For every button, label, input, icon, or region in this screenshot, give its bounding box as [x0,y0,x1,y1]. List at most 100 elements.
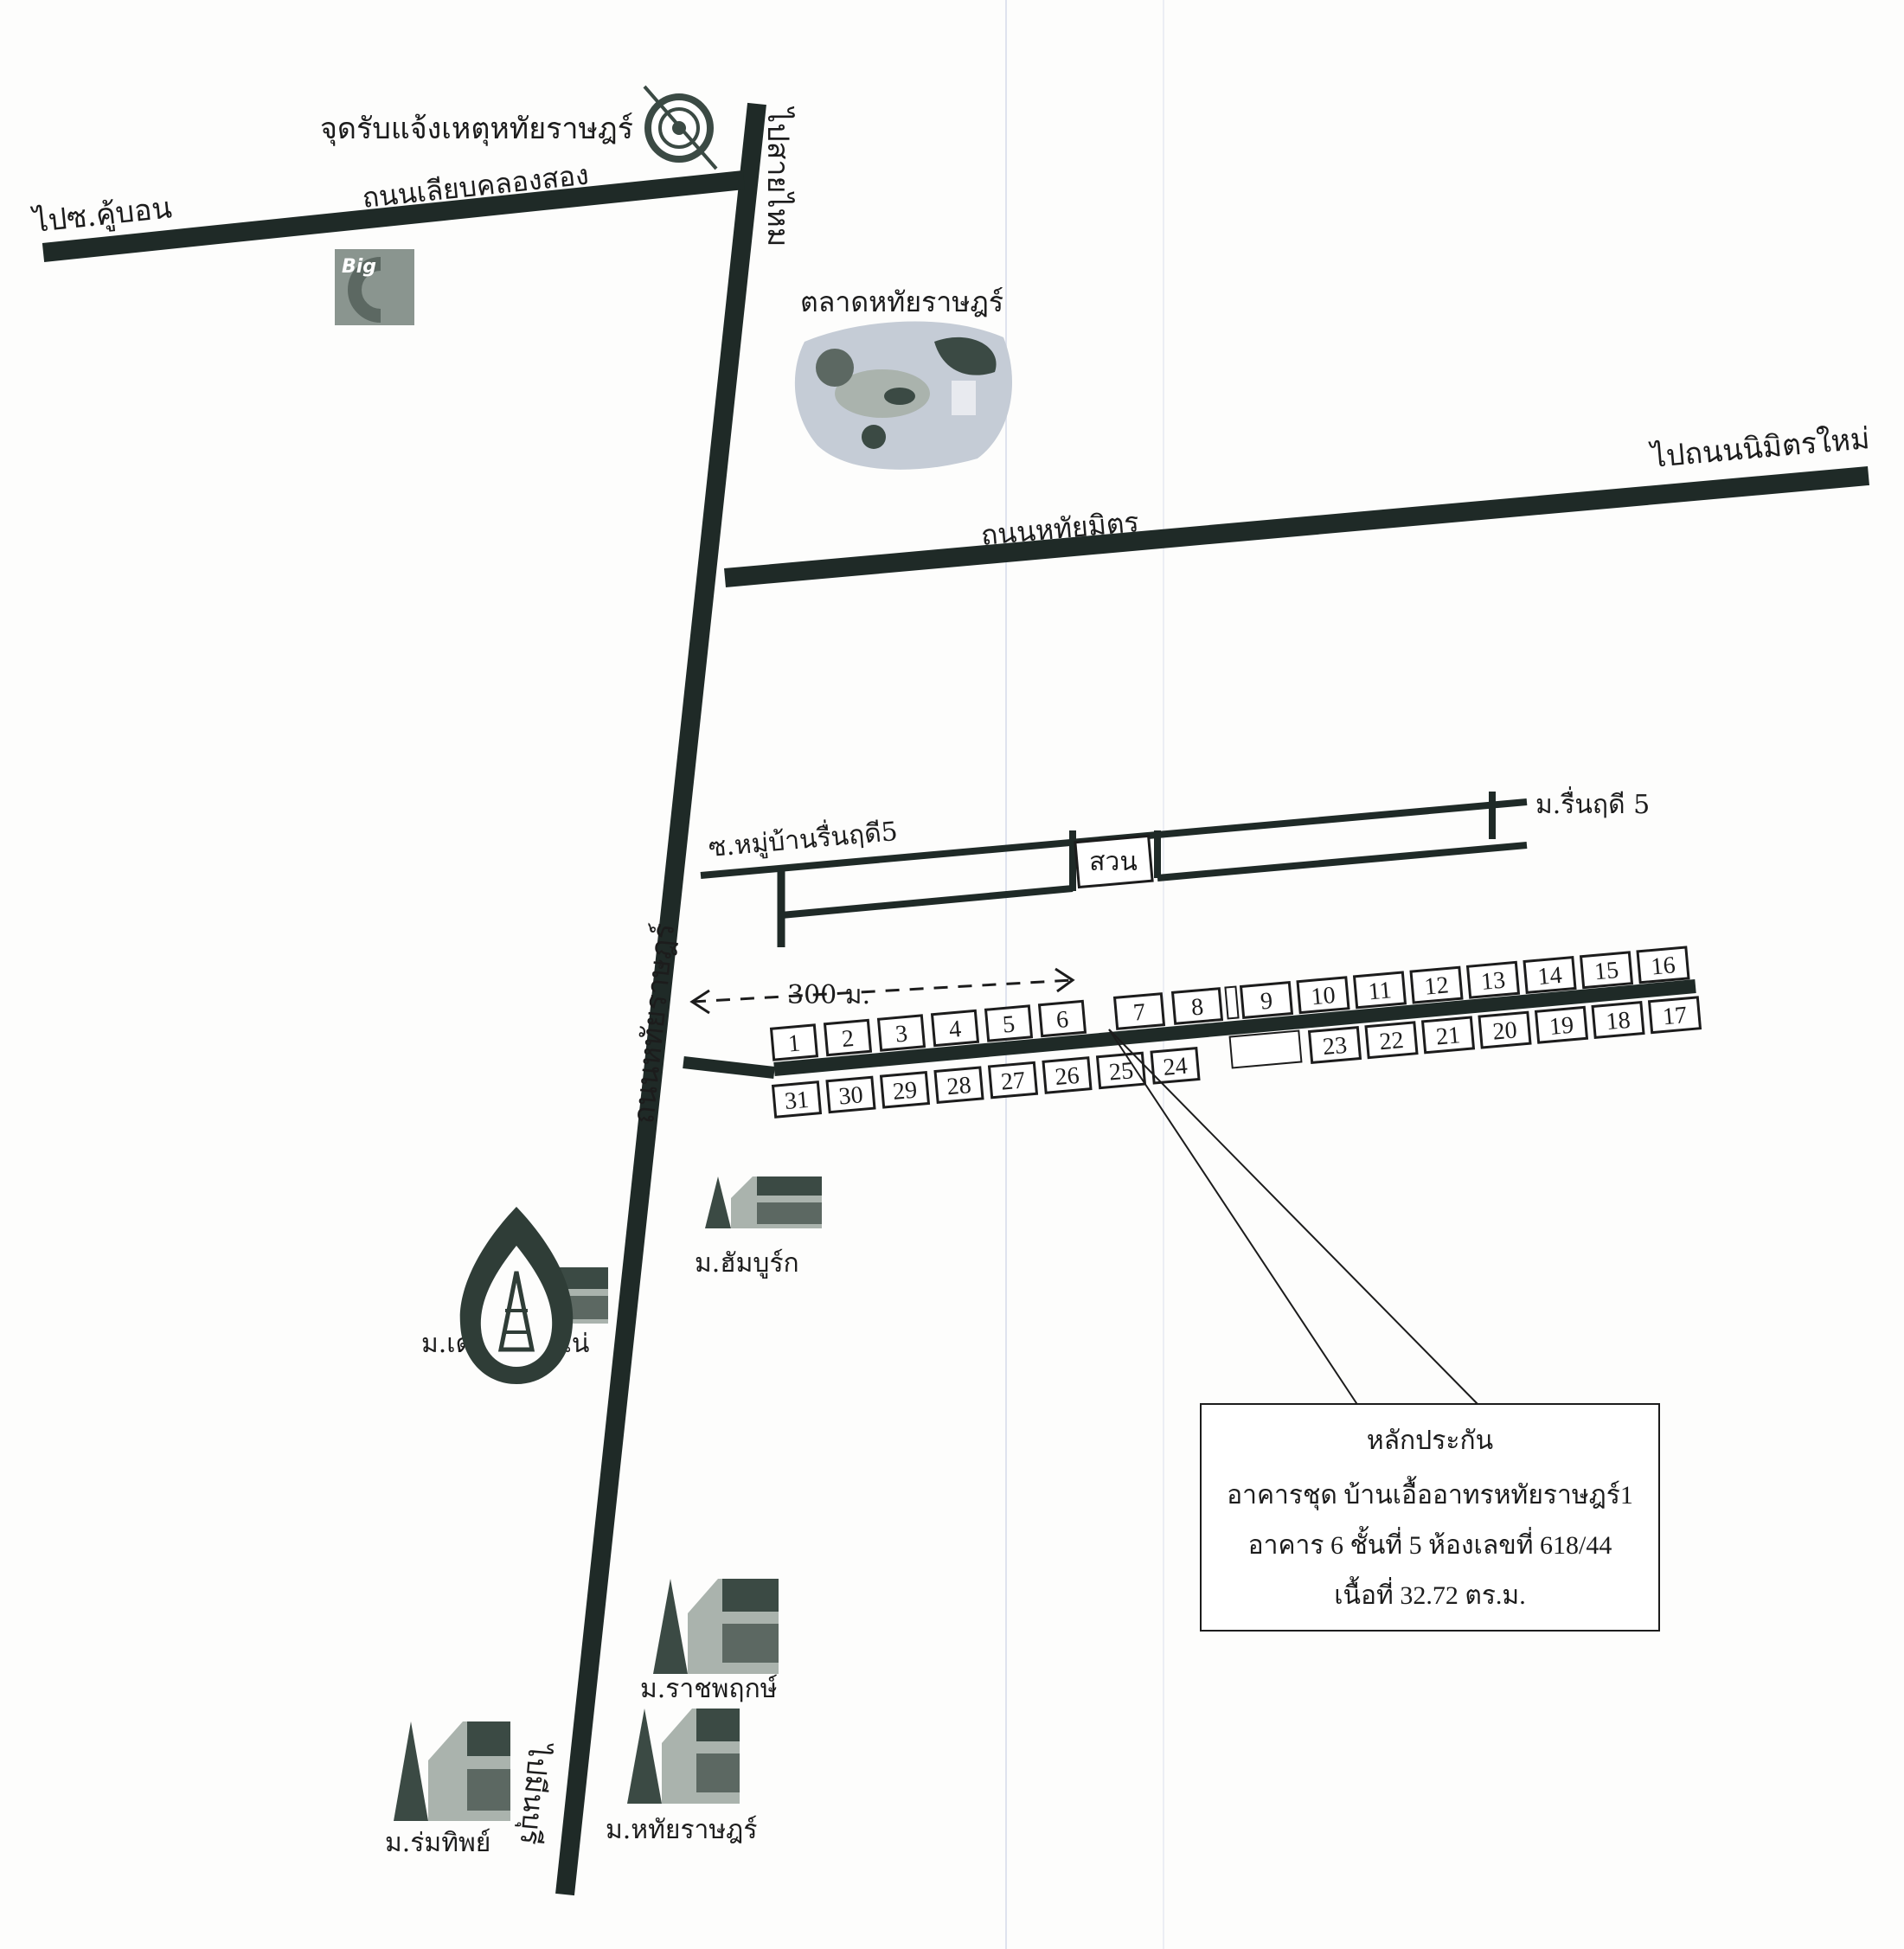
park-label: สวน [1089,847,1138,877]
house-hathai-rat-icon [627,1709,740,1804]
building-box [823,1018,873,1057]
police-point-label: จุดรับแจ้งเหตุหทัยราษฎร์ [320,112,633,146]
hamburg-label: ม.ฮัมบูร์ก [695,1248,799,1279]
building-number: 3 [894,1020,909,1048]
building-number: 22 [1378,1027,1405,1055]
to-minburi-label: ไปมีนบุรี [513,1740,555,1846]
building-28: 28 [933,1066,984,1105]
building-box [1579,951,1634,990]
collateral-line2: อาคาร 6 ชั้นที่ 5 ห้องเลขที่ 618/44 [1248,1526,1612,1560]
building-number: 28 [946,1072,972,1100]
building-box [1352,971,1407,1010]
big-c-logo-icon: Big [335,249,414,325]
building-number: 21 [1435,1022,1462,1050]
building-4: 4 [930,1009,980,1048]
gap-marker [1224,985,1240,1020]
building-box [825,1075,876,1114]
building-20: 20 [1478,1010,1532,1049]
building-number: 1 [787,1029,802,1057]
building-box [1150,1046,1201,1085]
building-box [1591,1001,1645,1039]
building-31: 31 [771,1080,823,1119]
svg-text:Big: Big [342,256,376,278]
building-number: 8 [1190,993,1205,1021]
house-hamburg-icon [705,1176,822,1228]
callout-line [1108,1029,1480,1407]
park-box [1074,834,1154,889]
building-box [1296,976,1350,1015]
building-number: 2 [841,1025,856,1053]
khlong-song-road [42,170,746,262]
building-17: 17 [1647,996,1702,1035]
building-box [876,1014,926,1052]
building-number: 30 [837,1081,864,1110]
building-number: 31 [784,1087,811,1115]
building-number: 4 [948,1016,963,1043]
building-box [984,1004,1034,1042]
empty-lot [1228,1029,1303,1069]
building-box [1170,987,1224,1025]
building-box [1112,992,1166,1030]
market-label: ตลาดหทัยราษฎร์ [800,285,1003,318]
building-number: 11 [1367,977,1393,1005]
building-3: 3 [876,1014,926,1052]
building-11: 11 [1352,971,1407,1010]
hathai-rat-village-label: ม.หทัยราษฎร์ [606,1815,757,1845]
building-box [1364,1021,1419,1060]
building-number: 5 [1002,1010,1016,1038]
building-1: 1 [769,1023,819,1061]
building-23: 23 [1307,1026,1362,1064]
collateral-title: หลักประกัน [1367,1426,1493,1455]
building-27: 27 [987,1061,1039,1100]
romthip-label: ม.ร่มทิพย์ [385,1828,490,1858]
building-8: 8 [1170,987,1224,1025]
distance-arrow [691,978,1074,1003]
building-number: 23 [1322,1032,1349,1061]
building-14: 14 [1523,956,1577,994]
arrow-head-left [689,989,710,1015]
soi-inner-road [780,885,1074,919]
collateral-line3: เนื้อที่ 32.72 ตร.ม. [1334,1576,1525,1610]
building-21: 21 [1420,1016,1476,1055]
building-number: 19 [1548,1012,1575,1041]
building-number: 18 [1605,1007,1632,1035]
housing-main-road [773,979,1696,1076]
building-box [1409,965,1464,1004]
building-number: 12 [1423,971,1450,1000]
building-2: 2 [823,1018,873,1057]
building-15: 15 [1579,951,1634,990]
building-30: 30 [825,1075,876,1114]
building-number: 6 [1055,1006,1070,1034]
house-ratchaphruek-icon [653,1579,779,1674]
building-10: 10 [1296,976,1350,1015]
building-box [1042,1056,1093,1094]
building-box [1534,1005,1589,1044]
building-13: 13 [1465,960,1521,999]
building-number: 14 [1536,962,1563,991]
building-box [1037,999,1087,1038]
rueanruedee-village-label: ม.รื่นฤดี 5 [1535,786,1650,820]
building-number: 26 [1054,1062,1080,1091]
ratchaphruek-label: ม.ราชพฤกษ์ [640,1674,778,1704]
rueanruedee-soi-label: ซ.หมู่บ้านรื่นฤดี5 [707,813,899,863]
house-romthip-icon [394,1721,510,1821]
building-number: 13 [1480,967,1507,996]
to-sai-mai-label: ไปสายไหม [760,106,795,247]
building-6: 6 [1037,999,1087,1038]
housing-access-road [683,1056,775,1079]
water-authority-logo-icon [459,1207,574,1384]
building-number: 20 [1491,1016,1518,1045]
market-illustration-icon [794,321,1012,470]
building-19: 19 [1534,1005,1589,1044]
collateral-box [1200,1403,1660,1632]
building-12: 12 [1409,965,1464,1004]
building-number: 7 [1132,998,1147,1026]
building-18: 18 [1591,1001,1645,1039]
building-box [879,1070,931,1109]
building-number: 27 [1000,1067,1027,1095]
building-number: 15 [1593,957,1620,985]
building-number: 24 [1162,1053,1189,1081]
hathai-rat-road-label: ถนนหทัยราษฎร์ [626,921,682,1125]
building-box [1636,946,1690,984]
